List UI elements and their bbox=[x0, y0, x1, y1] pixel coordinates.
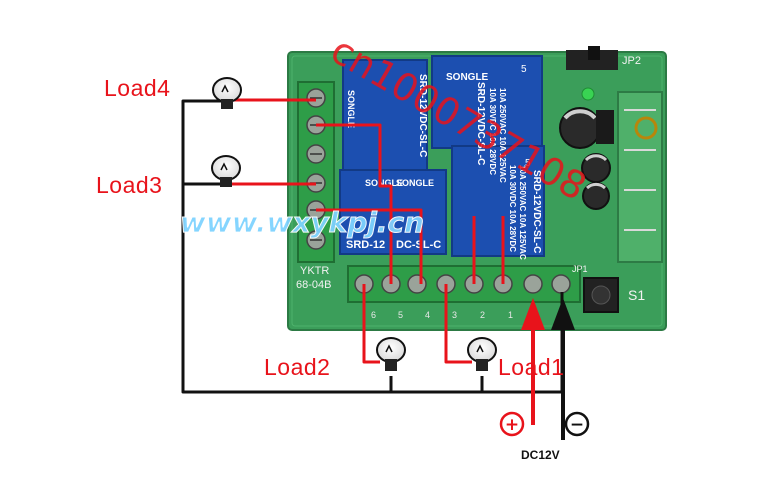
positive-wire bbox=[521, 298, 545, 425]
bulb-load2 bbox=[376, 337, 406, 371]
relay-model-5: DC-SL-C bbox=[396, 239, 441, 251]
indicator-led bbox=[581, 87, 595, 101]
board-model-line2: 68-04B bbox=[296, 279, 331, 291]
load3-label: Load3 bbox=[96, 172, 163, 198]
negative-wire bbox=[551, 298, 575, 440]
jumper-header-jp2 bbox=[566, 46, 618, 70]
capacitor-small-1 bbox=[581, 153, 611, 183]
relay-top-right bbox=[431, 55, 543, 149]
relay-brand-3: SONGLE bbox=[396, 178, 434, 188]
capacitor-large bbox=[559, 107, 601, 149]
terminal-number-5: 5 bbox=[398, 310, 403, 320]
relay-model-2: SRD-12VDC-SL-C bbox=[417, 74, 428, 157]
relay-rating-2: 10A 30VDC 10A 28VDC bbox=[488, 88, 497, 175]
relay-brand-1: SONGLE bbox=[446, 72, 489, 83]
s1-label: S1 bbox=[628, 287, 645, 303]
load1-label: Load1 bbox=[498, 354, 565, 380]
push-button-s1 bbox=[583, 277, 619, 313]
jp1-label: JP1 bbox=[572, 264, 588, 274]
positive-symbol: + bbox=[499, 411, 525, 437]
svg-text:−: − bbox=[570, 415, 584, 435]
relay-rating-4: 10A 30VDC 10A 28VDC bbox=[508, 165, 517, 252]
terminal-number-3: 3 bbox=[452, 310, 457, 320]
bottom-terminal-block bbox=[347, 265, 581, 303]
receiver-module bbox=[617, 91, 663, 263]
board-model-line1: YKTR bbox=[300, 265, 329, 277]
relay-model-1: SRD-12VDC-SL-C bbox=[475, 82, 486, 165]
bulb-load1 bbox=[467, 337, 497, 371]
load4-label: Load4 bbox=[104, 75, 171, 101]
relay-brand-2: SONGLE bbox=[365, 178, 403, 188]
relay-model-4: SRD-12 bbox=[346, 239, 385, 251]
svg-text:5: 5 bbox=[525, 158, 531, 169]
relay-bottom-left bbox=[339, 169, 447, 255]
svg-text:+: + bbox=[505, 415, 519, 435]
relay-brand-4: SONGLE bbox=[346, 90, 356, 128]
svg-text:5: 5 bbox=[521, 64, 527, 75]
relay-bottom-right bbox=[451, 145, 545, 257]
bulb-load3 bbox=[211, 155, 241, 187]
bulb-load4 bbox=[212, 77, 242, 109]
chip-regulator bbox=[596, 110, 614, 144]
site-watermark: www.wxykpj.cn bbox=[180, 206, 424, 239]
terminal-number-4: 4 bbox=[425, 310, 430, 320]
terminal-number-1: 1 bbox=[508, 310, 513, 320]
relay-rating-1: 10A 250VAC 10A 125VAC bbox=[498, 88, 507, 183]
capacitor-small-2 bbox=[582, 182, 610, 210]
relay-rating-3: 10A 250VAC 10A 125VAC bbox=[518, 165, 527, 260]
load-wires-red bbox=[230, 98, 505, 364]
negative-symbol: − bbox=[564, 411, 590, 437]
voltage-label: DC12V bbox=[521, 448, 560, 462]
relay-model-3: SRD-12VDC-SL-C bbox=[531, 170, 542, 253]
load2-label: Load2 bbox=[264, 354, 331, 380]
terminal-number-6: 6 bbox=[371, 310, 376, 320]
terminal-number-2: 2 bbox=[480, 310, 485, 320]
jp2-label: JP2 bbox=[622, 55, 641, 67]
relay-indicator-digits: 5 5 bbox=[521, 64, 531, 169]
